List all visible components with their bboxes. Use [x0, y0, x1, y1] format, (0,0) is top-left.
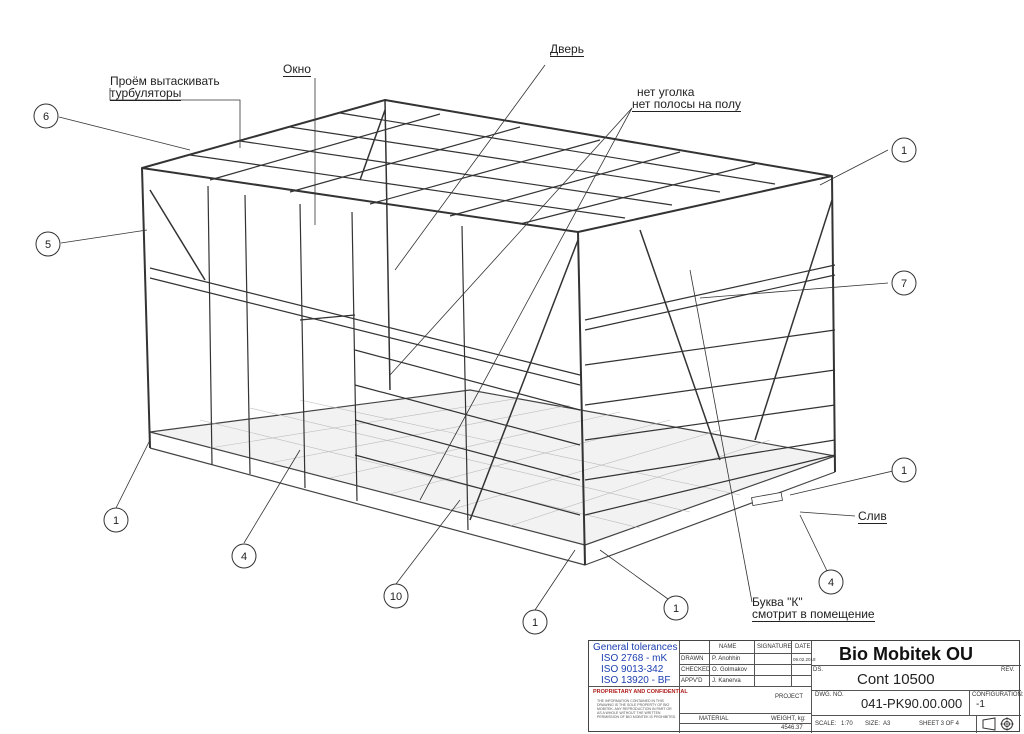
drain-plate — [751, 491, 783, 507]
corner-post-back-left — [384, 99, 391, 391]
corner-post-front-left — [141, 167, 151, 449]
balloon-6: 6 — [33, 103, 59, 129]
balloon-1-front: 1 — [522, 609, 548, 635]
size-label: SIZE: — [865, 721, 881, 727]
drawn-date: 09.02.2018 — [793, 657, 816, 662]
balloon-1-top-right: 1 — [891, 137, 917, 163]
configuration-label: CONFIGURATION: — [972, 692, 1024, 698]
svg-text:1: 1 — [901, 145, 907, 157]
weight-label: WEIGHT, kg: — [771, 716, 806, 722]
proprietary-notice: THE INFORMATION CONTAINED IN THIS DRAWIN… — [597, 699, 677, 719]
container-frame-wireframe — [141, 99, 836, 566]
roof-frame — [141, 99, 833, 233]
balloon-4-right: 4 — [818, 569, 844, 595]
row-checked-label: CHECKED — [681, 667, 711, 673]
corner-post-back-right — [831, 175, 836, 473]
approved-by-name: J. Kanerva — [712, 678, 741, 684]
svg-text:1: 1 — [532, 617, 538, 629]
sheet-number: SHEET 3 OF 4 — [919, 721, 959, 727]
callout-bukva-line2: смотрит в помещение — [752, 607, 875, 622]
balloon-1-bottom-right: 1 — [663, 595, 689, 621]
col-date-header: DATE — [795, 644, 811, 650]
callout-dver: Дверь — [550, 42, 584, 57]
svg-text:1: 1 — [901, 465, 907, 477]
drawn-by-name: P. Anohhin — [712, 656, 741, 662]
size-value: A3 — [883, 721, 891, 727]
roof-beams — [189, 112, 776, 225]
balloon-7: 7 — [891, 270, 917, 296]
svg-text:5: 5 — [45, 239, 51, 251]
callout-bukva-line1: Буква "К" — [752, 595, 803, 609]
callout-sliv: Слив — [858, 509, 887, 524]
right-wall-rails — [584, 264, 836, 516]
callout-net-polosy: нет полосы на полу — [632, 97, 741, 112]
tolerance-iso-13920: ISO 13920 - BF — [601, 675, 671, 686]
callout-okno: Окно — [283, 62, 311, 77]
company-name: Bio Mobitek OU — [839, 644, 973, 664]
balloon-1-right: 1 — [891, 457, 917, 483]
leader-lines — [58, 64, 894, 611]
projection-symbol-icon — [982, 717, 1014, 731]
corner-post-front-right — [577, 231, 586, 566]
ds-label: DS. — [813, 667, 824, 673]
proprietary-heading: PROPRIETARY AND CONFIDENTIAL — [593, 689, 688, 695]
title-block: General tolerances ISO 2768 - mK ISO 901… — [588, 640, 1024, 733]
balloon-1-left: 1 — [103, 507, 129, 533]
col-signature-header: SIGNATURE — [757, 644, 792, 650]
tolerance-iso-9013: ISO 9013-342 — [601, 664, 664, 675]
project-label: PROJECT — [775, 694, 804, 700]
weight-value: 4546.37 — [781, 725, 803, 731]
callout-proyom-line1: Проём вытаскивать — [110, 74, 220, 88]
scale-value: 1:70 — [841, 721, 853, 727]
svg-text:4: 4 — [241, 551, 247, 563]
configuration-value: -1 — [976, 699, 985, 710]
row-drawn-label: DRAWN — [681, 656, 704, 662]
diagonal-braces — [149, 109, 833, 521]
project-title: Cont 10500 — [857, 671, 935, 688]
general-tolerances-label: General tolerances — [593, 642, 678, 653]
svg-text:4: 4 — [828, 577, 834, 589]
balloon-5: 5 — [35, 231, 61, 257]
svg-text:10: 10 — [390, 591, 402, 603]
checked-by-name: O. Golmakov — [712, 667, 748, 673]
floor-slab — [149, 389, 836, 546]
material-label: MATERIAL — [699, 716, 729, 722]
svg-text:7: 7 — [901, 278, 907, 290]
callout-net-ugolka: нет уголка — [637, 85, 695, 99]
callout-proyom-line2: турбуляторы — [110, 86, 182, 101]
svg-text:1: 1 — [113, 515, 119, 527]
front-wall-studs — [149, 185, 581, 531]
col-name-header: NAME — [719, 644, 737, 650]
dwg-no-label: DWG. NO. — [815, 692, 844, 698]
svg-text:6: 6 — [43, 111, 49, 123]
tolerance-iso-2768: ISO 2768 - mK — [601, 653, 668, 664]
balloon-10: 10 — [383, 583, 409, 609]
svg-text:1: 1 — [673, 603, 679, 615]
rev-label: REV. — [1001, 667, 1015, 673]
balloon-4-left: 4 — [231, 543, 257, 569]
drawing-number: 041-PK90.00.000 — [861, 696, 963, 711]
row-apprvd-label: APPV'D — [681, 678, 703, 684]
scale-label: SCALE: — [815, 721, 837, 727]
